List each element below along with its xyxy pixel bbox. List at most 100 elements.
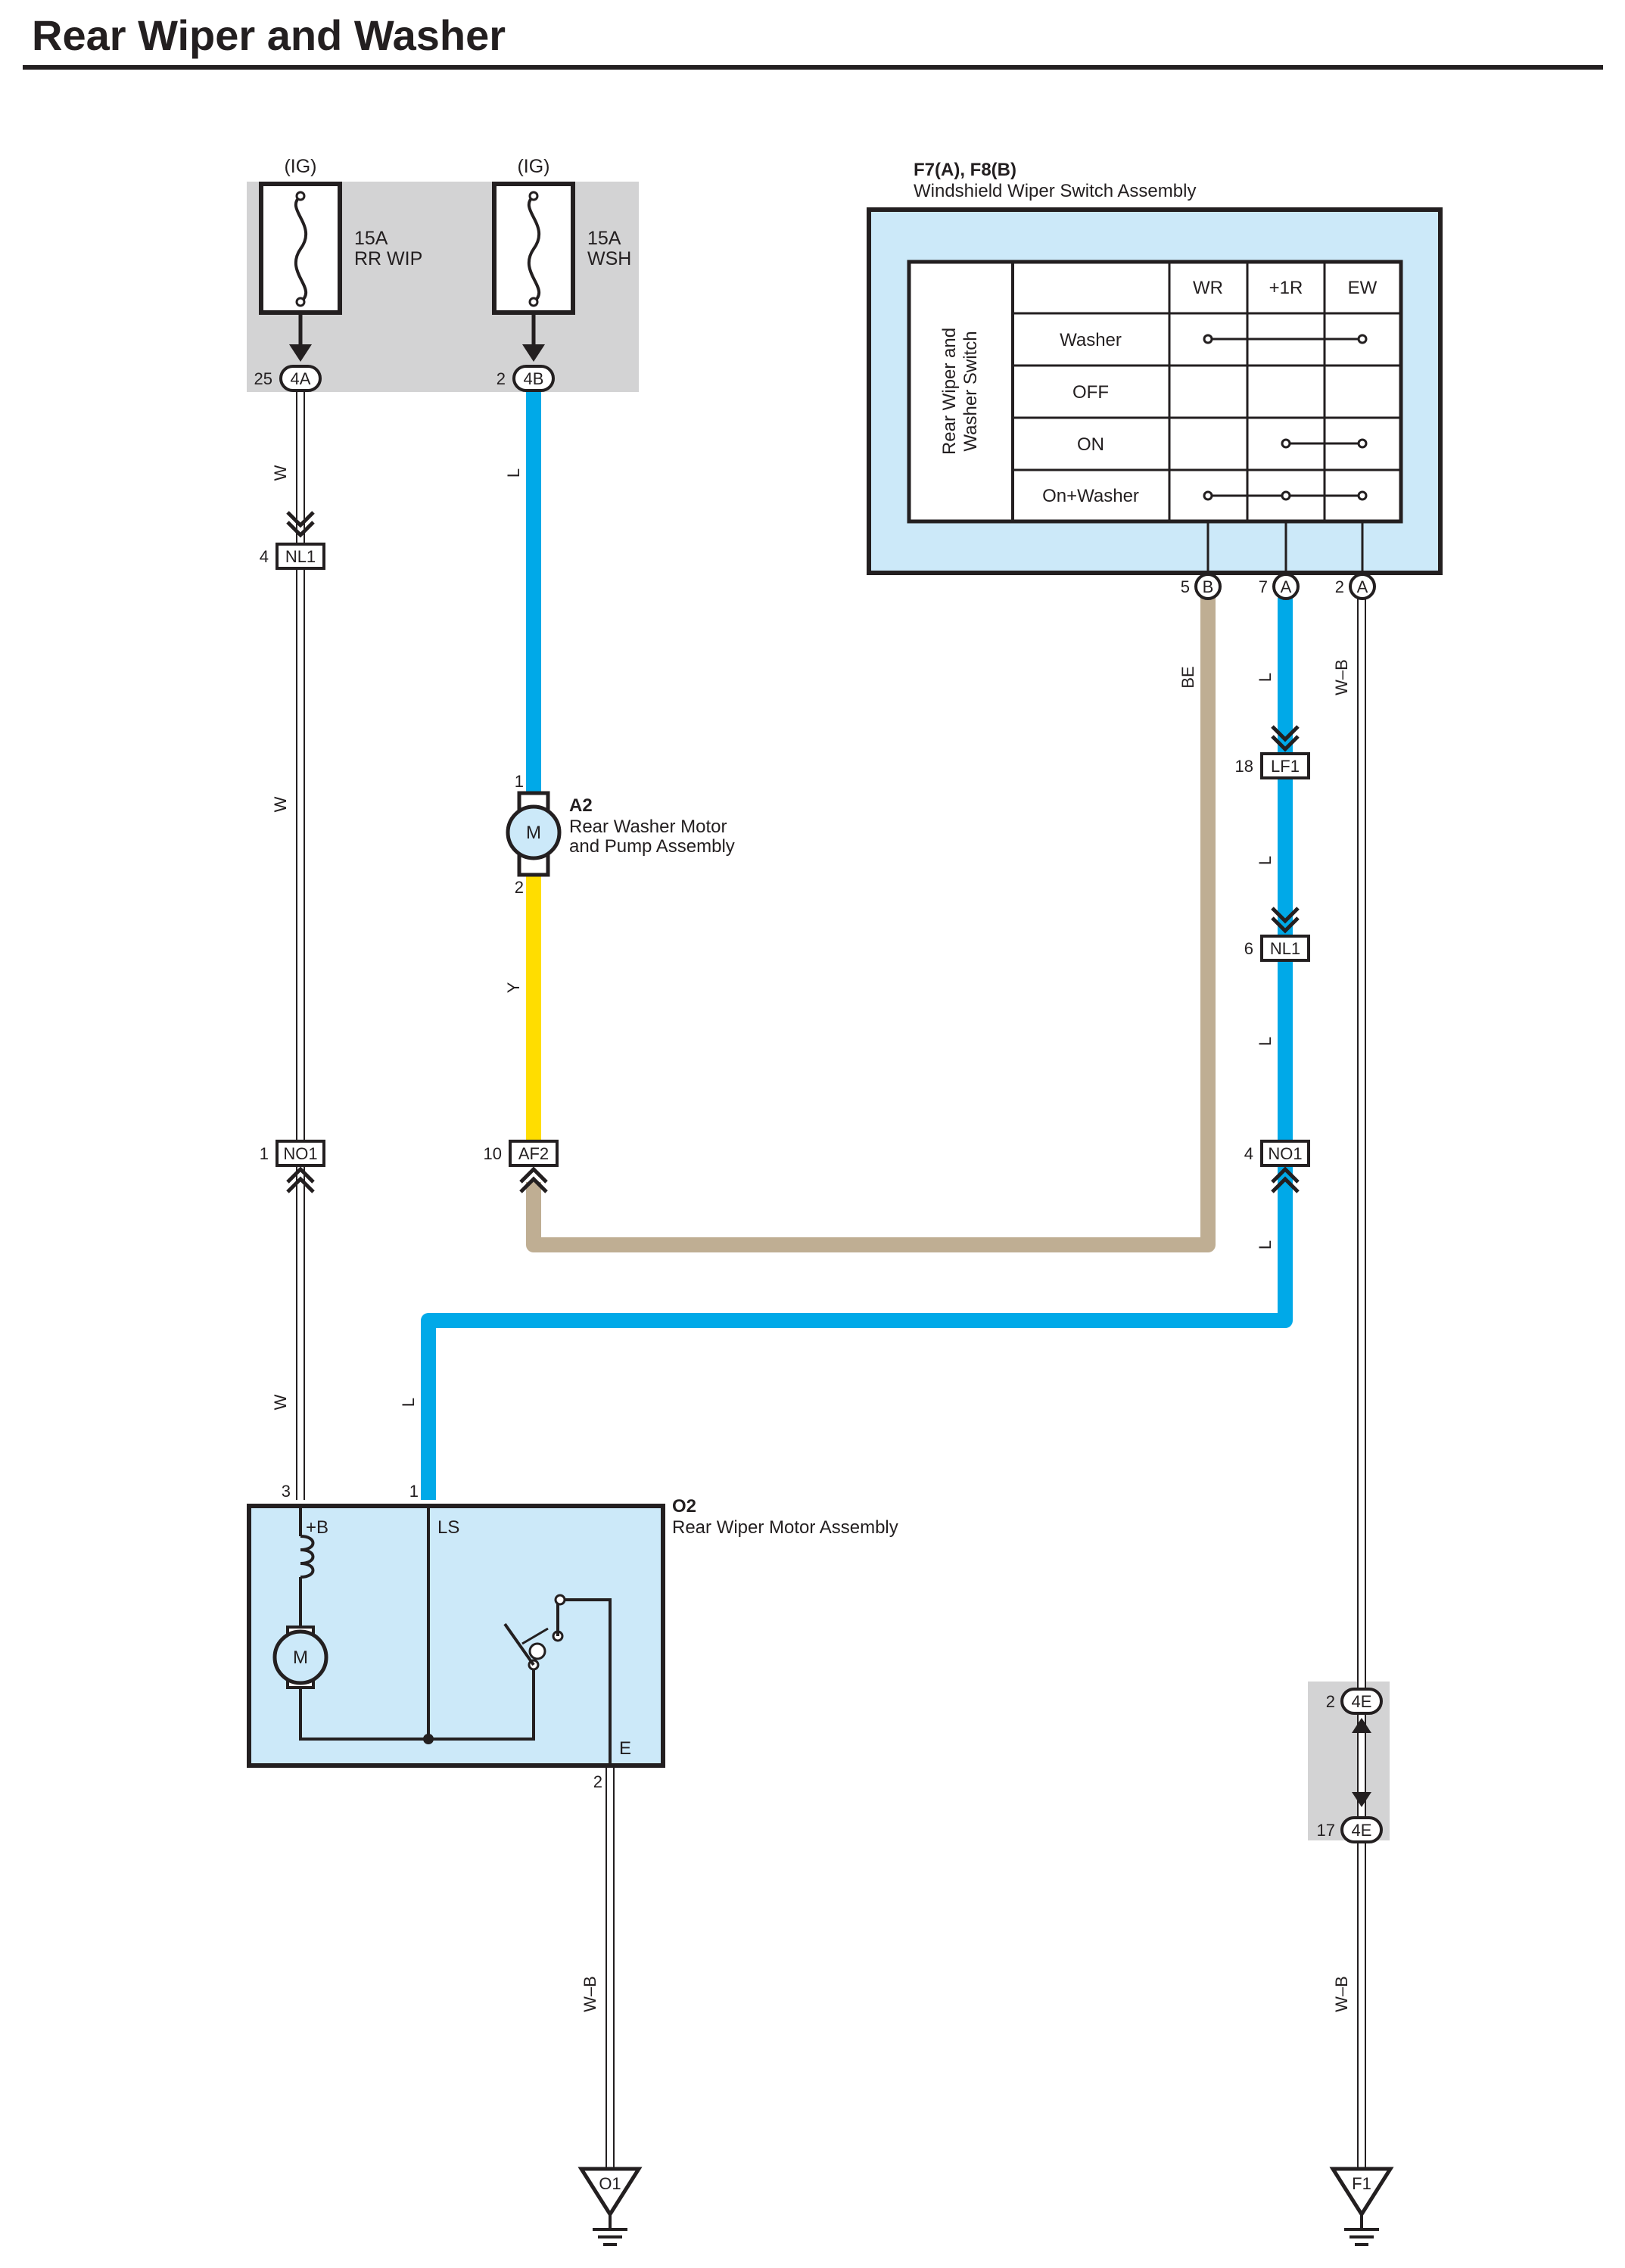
col-header: WR (1193, 278, 1223, 298)
svg-text:NO1: NO1 (1268, 1144, 1302, 1163)
wire-label-l: L (1256, 673, 1275, 682)
fuse-name: WSH (587, 248, 631, 269)
title-underline (23, 65, 1603, 70)
wire-label-y: Y (504, 982, 523, 993)
motor-icon (506, 804, 562, 860)
switch-name: Windshield Wiper Switch Assembly (914, 181, 1196, 201)
svg-text:LF1: LF1 (1271, 757, 1300, 776)
chevron-down-icon (1271, 907, 1300, 924)
chevron-up-icon (1271, 1166, 1300, 1184)
row-label: On+Washer (1042, 486, 1139, 506)
svg-text:F1: F1 (1352, 2174, 1371, 2193)
svg-text:4A: 4A (291, 369, 311, 388)
fuse-wsh: (IG) 15A WSH (492, 156, 631, 362)
wire-label-w: W (271, 465, 290, 481)
connector-4a: 4A 25 (254, 365, 322, 392)
wire-label-wb: W–B (1332, 659, 1351, 695)
wire-label-wb: W–B (581, 1976, 599, 2012)
connector-4b: 4B 2 (497, 365, 555, 392)
svg-text:7: 7 (1259, 577, 1268, 596)
svg-text:3: 3 (282, 1482, 291, 1501)
connector-nl1-b: NL1 6 (1244, 907, 1310, 962)
svg-text:10: 10 (484, 1144, 502, 1163)
connector-no1-b: NO1 4 (1244, 1140, 1310, 1193)
svg-text:A: A (1357, 577, 1368, 596)
rear-wiper-motor: 3 1 O2 Rear Wiper Motor Assembly +B LS E… (247, 1482, 898, 1791)
svg-text:18: 18 (1235, 757, 1253, 776)
chevron-down-icon (286, 511, 315, 528)
connector-no1-a: NO1 1 (260, 1140, 325, 1193)
arrow-icon (1352, 1792, 1371, 1807)
fuse-rating: 15A (354, 228, 388, 249)
svg-text:E: E (619, 1738, 631, 1759)
svg-text:A: A (1281, 577, 1292, 596)
connector-nl1-a: NL1 4 (260, 511, 325, 570)
svg-text:+B: +B (306, 1517, 328, 1538)
wire-label-l: L (504, 468, 523, 478)
svg-text:B: B (1203, 577, 1214, 596)
connector-af2: AF2 10 (484, 1140, 559, 1193)
ground-f1: F1 (1329, 2167, 1394, 2246)
switch-pin-a2: A 2 (1335, 573, 1376, 600)
switch-pin-b5: B 5 (1181, 573, 1222, 600)
svg-text:2: 2 (515, 878, 524, 897)
row-label: ON (1077, 434, 1104, 455)
svg-text:4B: 4B (524, 369, 544, 388)
wiper-name: Rear Wiper Motor Assembly (672, 1517, 898, 1538)
svg-text:1: 1 (409, 1482, 419, 1501)
wire-label-w: W (271, 796, 290, 812)
wire-label-wb: W–B (1332, 1976, 1351, 2012)
svg-text:2: 2 (1326, 1692, 1335, 1711)
washer-name: and Pump Assembly (569, 836, 735, 857)
svg-text:1: 1 (515, 772, 524, 791)
fuse-rating: 15A (587, 228, 621, 249)
wire-label-w: W (271, 1394, 290, 1410)
switch-inner-label: Rear Wiper and (939, 328, 960, 455)
wire-labels: W W W L Y L BE L L L L W–B W–B W–B (271, 465, 1351, 2011)
continuity-on (1281, 438, 1368, 449)
svg-text:NL1: NL1 (1270, 939, 1300, 958)
ground-icon (1329, 2167, 1394, 2218)
chevron-up-icon (519, 1166, 548, 1184)
wire-label-l: L (1256, 1240, 1275, 1249)
chevron-up-icon (286, 1166, 315, 1184)
wire-label-l: L (1256, 1037, 1275, 1046)
svg-text:6: 6 (1244, 939, 1253, 958)
wire-l-ls (421, 598, 1293, 1500)
washer-ref: A2 (569, 795, 593, 816)
svg-text:17: 17 (1317, 1821, 1335, 1840)
rear-washer-motor: M 1 2 A2 Rear Washer Motor and Pump Asse… (506, 772, 735, 897)
chevron-down-icon (1271, 725, 1300, 742)
switch-ref: F7(A), F8(B) (914, 160, 1016, 180)
wire-be (526, 598, 1216, 1252)
fuse-icon (527, 191, 541, 307)
svg-text:M: M (526, 823, 541, 843)
fuse-rr-wip: (IG) 15A RR WIP (259, 156, 422, 362)
svg-text:O1: O1 (599, 2174, 621, 2193)
svg-text:2: 2 (497, 369, 506, 388)
col-header: EW (1348, 278, 1378, 298)
svg-text:4E: 4E (1352, 1821, 1372, 1840)
continuity-washer (1203, 334, 1368, 344)
motor-icon (272, 1629, 328, 1685)
arrow-icon (289, 344, 312, 362)
svg-text:NL1: NL1 (285, 547, 316, 566)
cam-switch-icon (503, 1594, 566, 1685)
coil-icon (300, 1535, 315, 1579)
switch-pin-a7: A 7 (1259, 573, 1300, 600)
arrow-icon (522, 344, 545, 362)
svg-text:4: 4 (1244, 1144, 1253, 1163)
ground-o1: O1 (577, 2167, 643, 2246)
svg-text:2: 2 (1335, 577, 1344, 596)
svg-text:5: 5 (1181, 577, 1190, 596)
fuse-source-label: (IG) (284, 156, 316, 177)
svg-text:LS: LS (437, 1517, 459, 1538)
page-title: Rear Wiper and Washer (32, 11, 506, 59)
svg-text:NO1: NO1 (283, 1144, 317, 1163)
svg-text:1: 1 (260, 1144, 269, 1163)
switch-inner-label: Washer Switch (960, 331, 981, 451)
connector-4e-bottom: 4E 17 (1317, 1792, 1383, 1843)
svg-text:4: 4 (260, 547, 269, 566)
fuse-icon (294, 191, 308, 307)
